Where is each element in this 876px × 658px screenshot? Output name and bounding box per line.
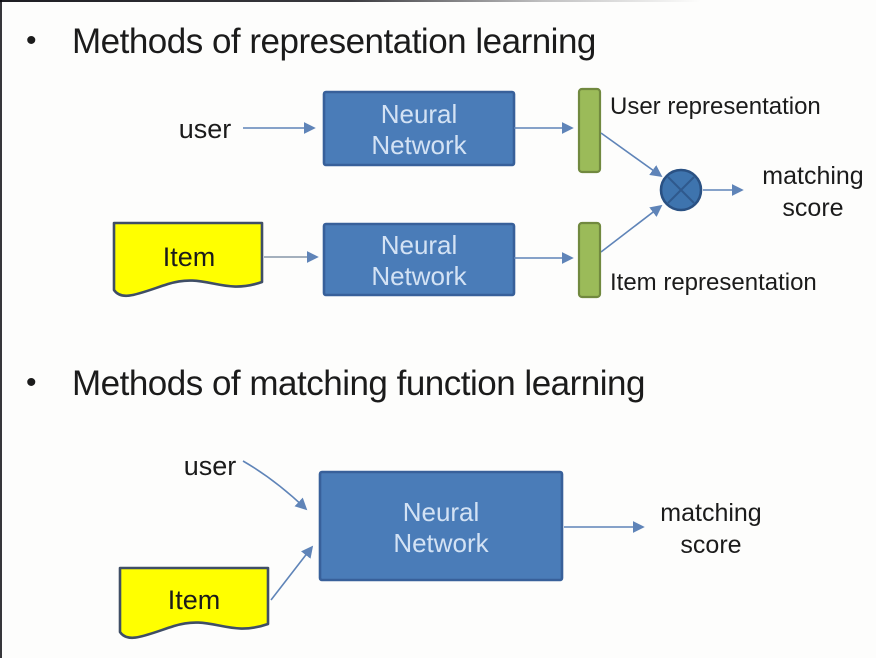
user-input-label-2: user bbox=[184, 451, 237, 481]
nn1-label-line1: Neural bbox=[381, 99, 458, 129]
arrow-user-to-nn3 bbox=[242, 460, 308, 511]
nn3-label-line2: Network bbox=[393, 528, 489, 558]
matching-score-label2-line2: score bbox=[680, 531, 741, 559]
nn3-label-line1: Neural bbox=[403, 497, 480, 527]
item-representation-label: Item representation bbox=[610, 269, 817, 296]
user-representation-label: User representation bbox=[610, 93, 821, 120]
matching-score-label-line1: matching bbox=[762, 162, 863, 190]
bullet-line-matching: • Methods of matching function learning bbox=[24, 364, 645, 403]
item-document-shape-2 bbox=[118, 566, 270, 640]
neural-network-box-item bbox=[322, 222, 516, 297]
item-input-label-1: Item bbox=[163, 242, 216, 272]
nn2-label-line2: Network bbox=[371, 261, 467, 291]
item-document-shape-1 bbox=[112, 221, 264, 298]
bullet-line-representation: • Methods of representation learning bbox=[24, 22, 596, 61]
neural-network-box-matching bbox=[318, 470, 564, 582]
bullet-glyph: • bbox=[26, 366, 37, 399]
bullet-glyph: • bbox=[26, 24, 37, 57]
nn1-label-line2: Network bbox=[371, 130, 467, 160]
arrow-itembar-to-operator bbox=[600, 204, 663, 253]
user-input-label: user bbox=[179, 114, 232, 144]
section-title-representation-learning: Methods of representation learning bbox=[72, 22, 596, 61]
matching-score-label-line2: score bbox=[782, 194, 843, 222]
item-input-label-2: Item bbox=[168, 585, 221, 615]
nn2-label-line1: Neural bbox=[381, 230, 458, 260]
frame-border-top bbox=[0, 0, 876, 2]
section-title-matching-function-learning: Methods of matching function learning bbox=[72, 364, 645, 403]
user-representation-vector-bar bbox=[577, 87, 602, 174]
arrow-item-to-nn3 bbox=[270, 545, 314, 601]
matching-score-label2-line1: matching bbox=[660, 499, 761, 527]
item-representation-vector-bar bbox=[577, 221, 602, 299]
frame-border-left bbox=[0, 0, 2, 658]
operator-cross-icon bbox=[667, 176, 695, 204]
arrow-userbar-to-operator bbox=[600, 132, 663, 178]
